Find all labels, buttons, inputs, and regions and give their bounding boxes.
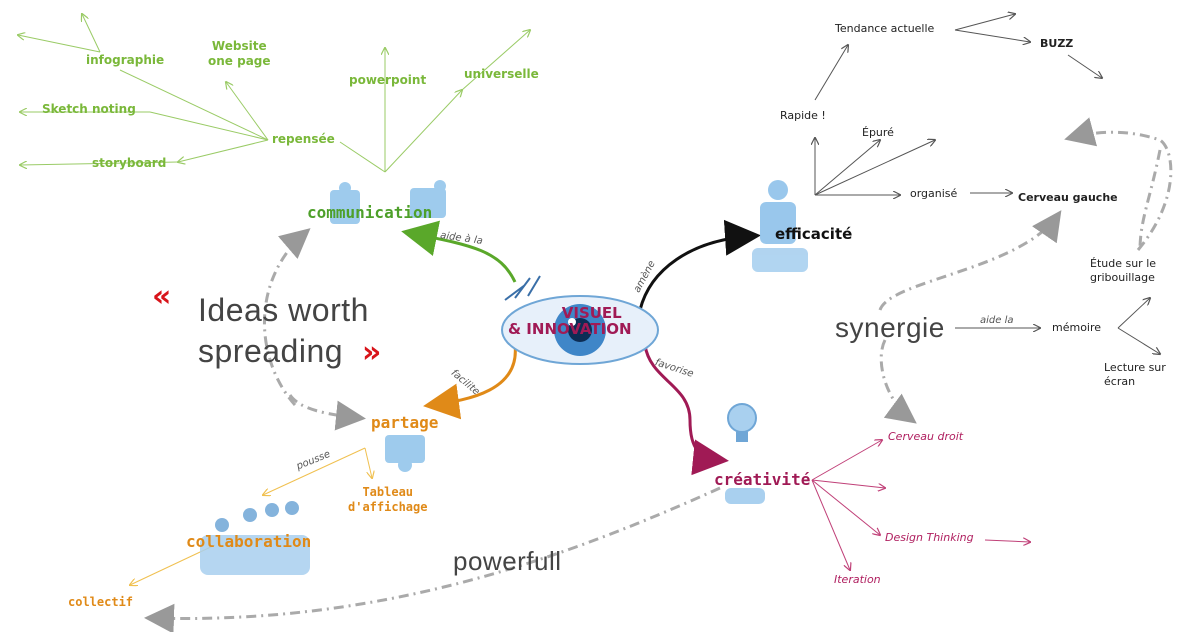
headline-line2: spreading: [198, 333, 344, 369]
center-label-line2: & INNOVATION: [508, 319, 632, 338]
node-powerpoint: powerpoint: [349, 73, 427, 87]
node-sketch-noting: Sketch noting: [42, 102, 136, 116]
node-collectif: collectif: [68, 595, 134, 609]
efficacite-subtree: [815, 14, 1160, 354]
node-cerveau-droit: Cerveau droit: [888, 430, 964, 443]
node-powerfull: powerfull: [453, 546, 562, 576]
node-tableau-line1: Tableau: [362, 485, 414, 499]
collaboration-people-icon: [200, 501, 310, 575]
edge-creativite: [643, 344, 729, 476]
creativite-lightbulb-icon: [725, 403, 765, 504]
node-etude: Étude sur le gribouillage: [1090, 258, 1156, 283]
node-tendance: Tendance actuelle: [835, 22, 935, 35]
edge-communication: [401, 220, 517, 283]
node-website: Website one page: [208, 40, 271, 67]
node-organise: organisé: [910, 187, 958, 200]
dashed-flows: [144, 117, 1173, 632]
node-collaboration: collaboration: [186, 532, 312, 551]
branch-communication: communication: [307, 203, 433, 222]
node-tableau: Tableau d'affichage: [348, 486, 427, 513]
branch-partage: partage: [371, 413, 439, 432]
branch-creativite: créativité: [714, 470, 811, 489]
node-tableau-line2: d'affichage: [348, 500, 428, 514]
node-website-line1: Website: [211, 39, 267, 53]
edge-efficacite: [638, 219, 761, 311]
center-label: VISUEL & INNOVATION: [508, 304, 632, 338]
node-etude-line1: Étude sur le: [1090, 257, 1157, 270]
node-rapide: Rapide !: [780, 109, 826, 122]
node-storyboard: storyboard: [92, 156, 167, 170]
node-design-thinking: Design Thinking: [885, 531, 974, 544]
efficacite-figure-icon: [752, 180, 808, 272]
close-quote: »: [362, 335, 382, 370]
open-quote: «: [152, 279, 172, 314]
node-repensee: repensée: [272, 132, 335, 146]
node-lecture-line2: écran: [1104, 375, 1136, 388]
node-etude-line2: gribouillage: [1090, 271, 1155, 284]
node-cerveau-gauche: Cerveau gauche: [1018, 191, 1118, 204]
eye-icon: [501, 275, 659, 365]
node-buzz: BUZZ: [1040, 37, 1074, 50]
partage-puzzle-icon: [385, 435, 425, 472]
branch-efficacite: efficacité: [775, 225, 853, 243]
node-lecture-line1: Lecture sur: [1104, 361, 1166, 374]
node-iteration: Iteration: [834, 573, 881, 586]
node-website-line2: one page: [208, 54, 271, 68]
node-universelle: universelle: [464, 67, 539, 81]
communication-puzzle-icon: [330, 180, 446, 224]
node-memoire: mémoire: [1052, 321, 1102, 334]
center-label-line1: VISUEL: [561, 304, 622, 322]
headline-line1: Ideas worth: [198, 292, 369, 328]
edge-partage: [423, 344, 517, 420]
node-infographie: infographie: [86, 53, 165, 67]
node-lecture: Lecture sur écran: [1104, 362, 1166, 387]
node-synergie: synergie: [835, 312, 945, 343]
edge-label-aide-la: aide la: [980, 315, 1014, 326]
creativite-subtree: [811, 440, 1030, 570]
communication-subtree: [18, 14, 530, 173]
node-epure: Épuré: [862, 126, 894, 139]
